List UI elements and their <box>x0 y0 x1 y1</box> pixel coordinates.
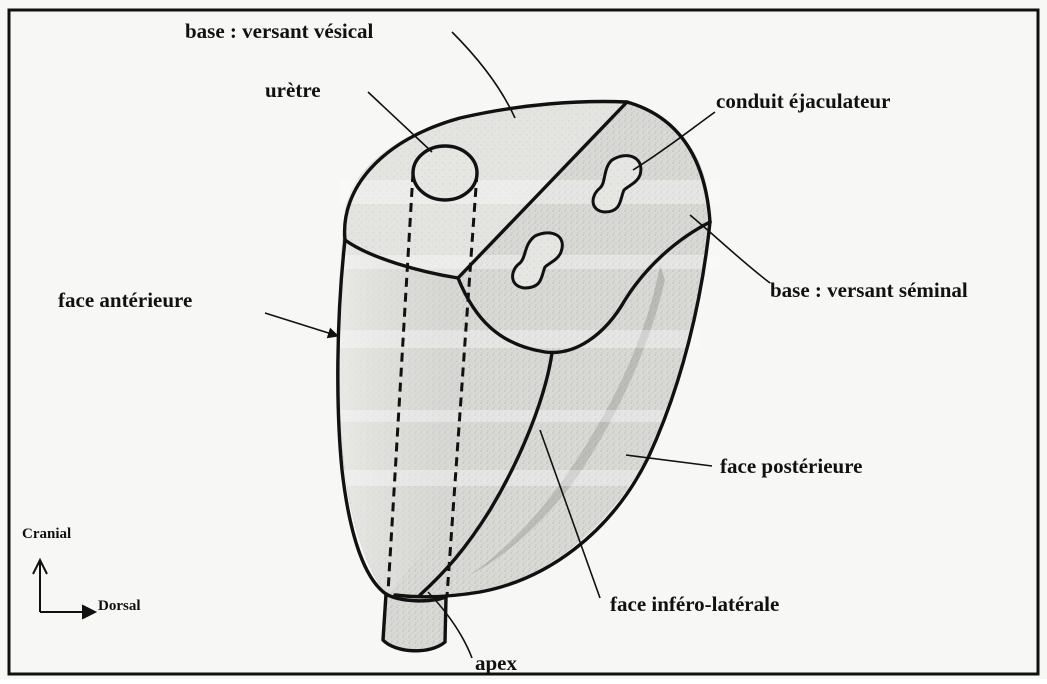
label-face-infero-laterale: face inféro-latérale <box>610 592 779 616</box>
prostate-body <box>338 102 720 651</box>
label-base-seminal: base : versant séminal <box>770 278 968 302</box>
label-base-vesical: base : versant vésical <box>185 19 374 43</box>
orientation-dorsal-label: Dorsal <box>98 598 141 614</box>
label-conduit-ejaculateur: conduit éjaculateur <box>716 89 890 113</box>
leader-base-vesical <box>452 32 515 118</box>
label-face-anterieure: face antérieure <box>58 288 192 312</box>
label-uretre: urètre <box>265 78 321 102</box>
label-face-posterieure: face postérieure <box>720 454 862 478</box>
label-apex: apex <box>475 651 518 675</box>
leader-face-anterieure <box>265 313 338 336</box>
orientation-cranial-label: Cranial <box>22 526 71 542</box>
dorsal-arrow-icon <box>82 605 96 619</box>
orientation-key: Cranial Dorsal <box>22 526 141 619</box>
urethra-opening <box>413 146 477 200</box>
